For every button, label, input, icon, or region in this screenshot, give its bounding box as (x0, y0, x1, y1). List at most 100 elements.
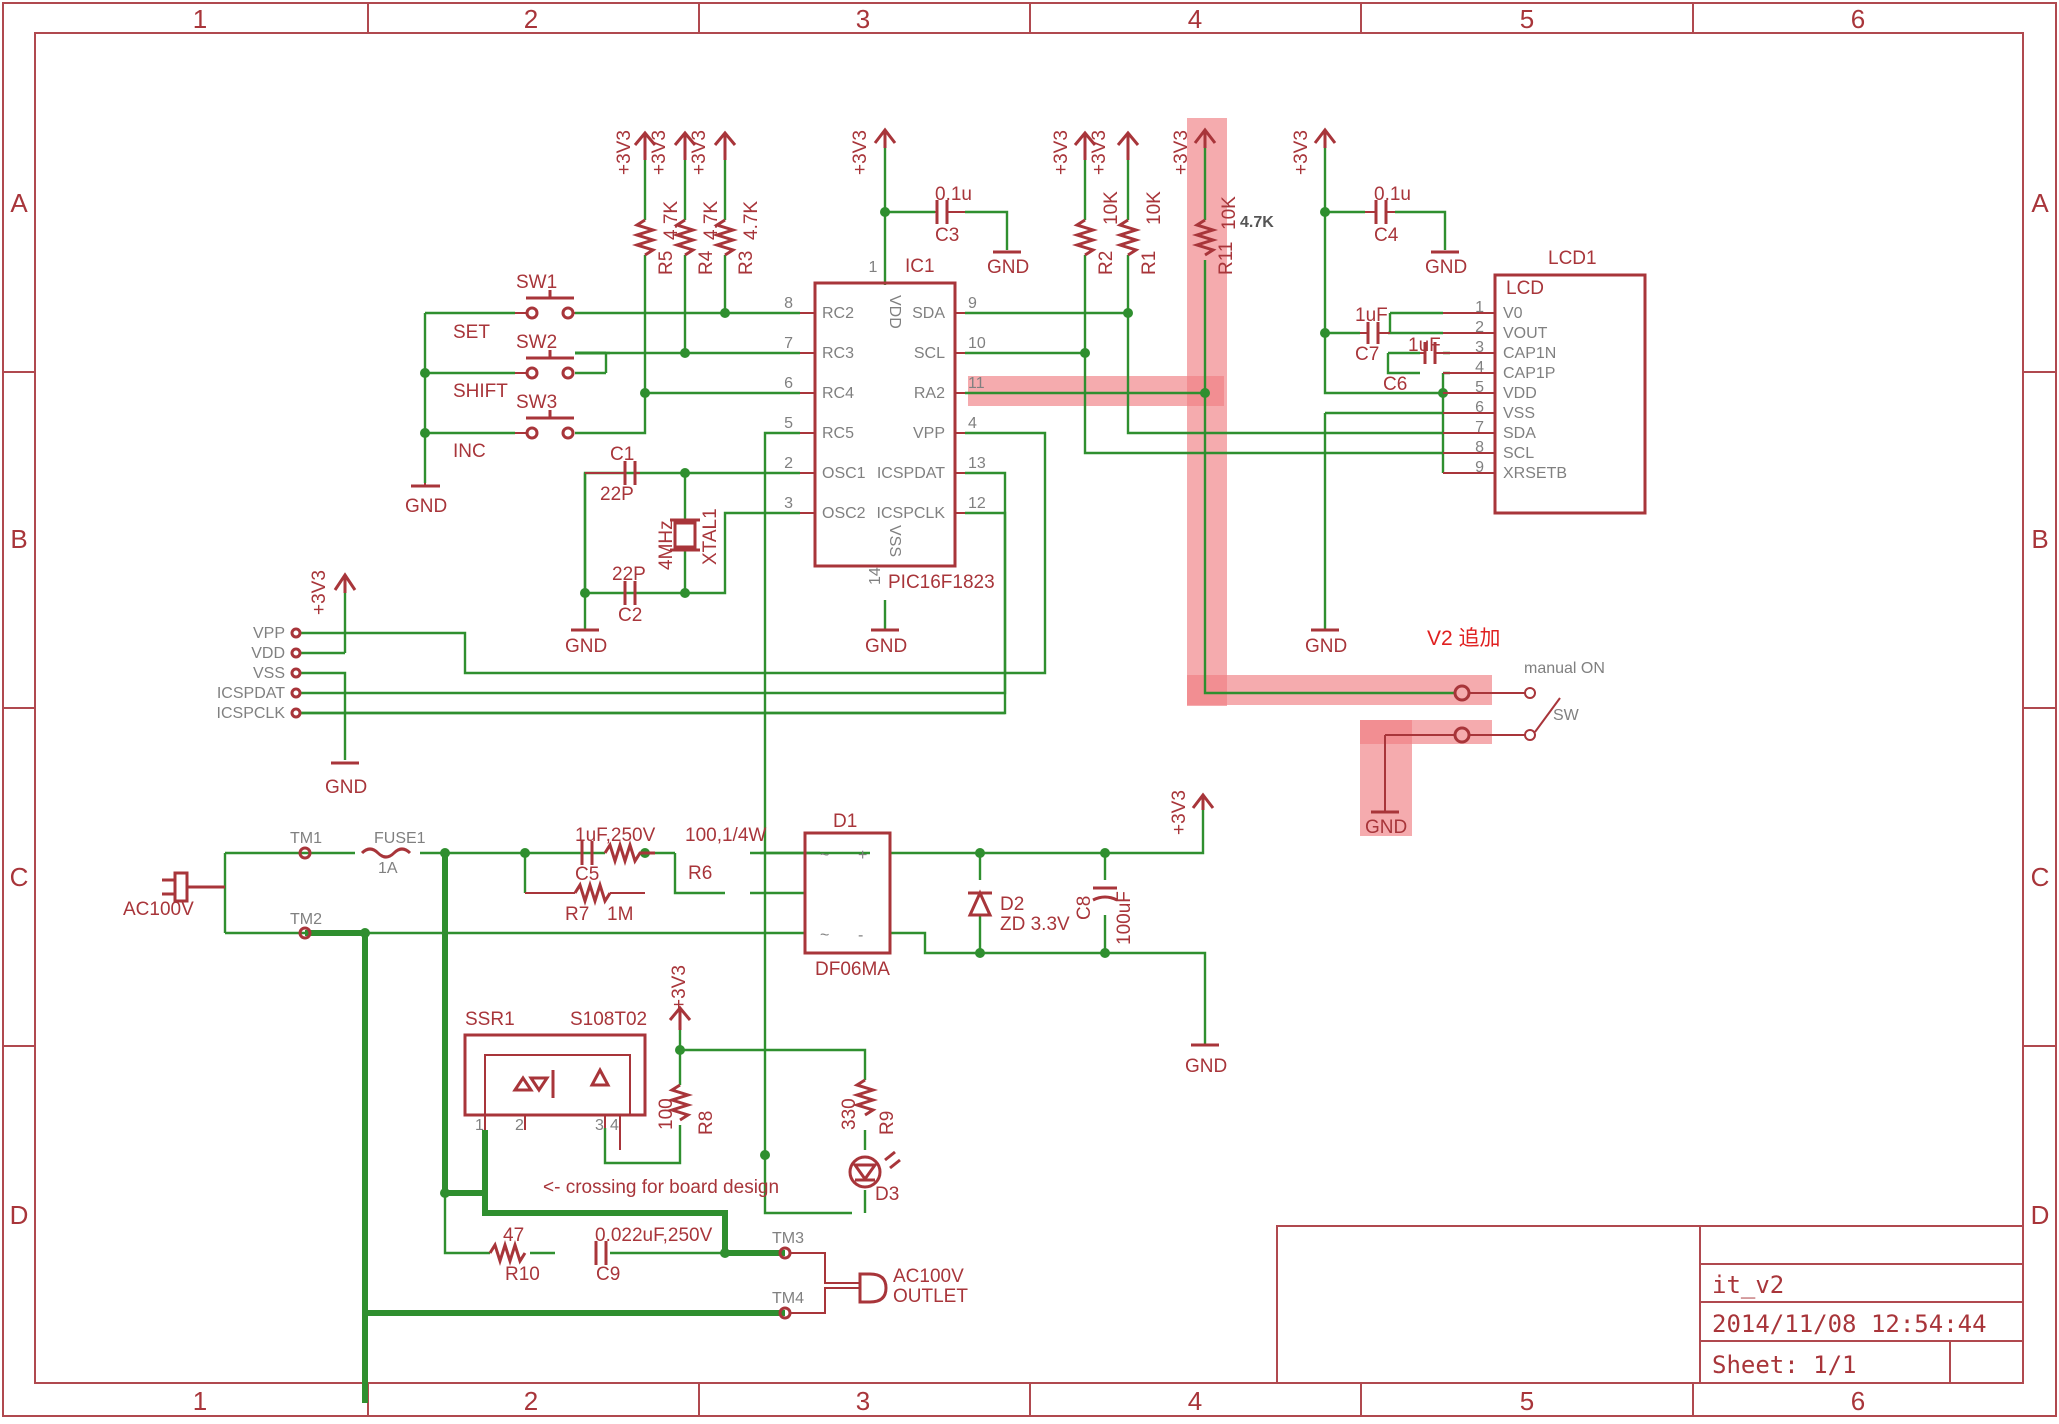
d1-ac1: ~ (820, 847, 829, 864)
r4-ref: R4 (696, 250, 717, 275)
lcd1-value: LCD (1506, 278, 1544, 299)
svg-text:+3V3: +3V3 (1089, 130, 1110, 175)
tm2-label: TM2 (290, 911, 322, 928)
c3-value: 0.1u (935, 184, 972, 205)
ic1-pinnum-14: 14 (867, 567, 884, 585)
c1-ref: C1 (610, 444, 634, 465)
ic1-pinnum-9: 9 (968, 295, 977, 312)
ssr1-pin3: 3 (595, 1117, 604, 1134)
vcc-ic1: +3V3 (850, 127, 897, 175)
lcd1-pin-vout: VOUT (1503, 325, 1548, 342)
c3-ref: C3 (935, 225, 959, 246)
svg-text:GND: GND (1365, 817, 1407, 838)
vcc-r1: +3V3 (1089, 130, 1140, 175)
icsp-vss: VSS (253, 665, 285, 682)
ac-in-label: AC100V (123, 899, 194, 920)
i2c-resistors: R2 10K R1 10K R11 10K 4.7K (1071, 191, 1274, 275)
ic1-pin-icspclk: ICSPCLK (877, 505, 946, 522)
ic1-pinnum-8: 8 (784, 295, 793, 312)
lcd1-pinnum-3: 3 (1475, 339, 1484, 356)
gnd-c3: GND (987, 250, 1029, 278)
vcc-power: +3V3 (1169, 790, 1215, 835)
lcd1-pinnum-9: 9 (1475, 459, 1484, 476)
lcd1-pin-cap1p: CAP1P (1503, 365, 1555, 382)
col-label-1: 1 (193, 4, 207, 34)
r1-ref: R1 (1139, 251, 1160, 275)
wires (223, 140, 1455, 1255)
gnd-ic1: GND (865, 628, 907, 657)
c4-ref: C4 (1374, 225, 1399, 246)
ic1-pin-rc3: RC3 (822, 345, 854, 362)
sw-label: SW (1553, 707, 1580, 724)
lcd1-pin-xrsetb: XRSETB (1503, 465, 1567, 482)
svg-text:GND: GND (565, 636, 607, 657)
c5-ref: C5 (575, 864, 599, 885)
svg-text:+3V3: +3V3 (649, 130, 670, 175)
d1-minus: - (858, 927, 863, 944)
d2-value: ZD 3.3V (1000, 914, 1070, 935)
r2-value: 10K (1101, 191, 1122, 225)
gnd-lcd: GND (1305, 628, 1347, 657)
r10-ref: R10 (505, 1264, 540, 1285)
c2-value: 22P (612, 564, 646, 585)
led-icon (848, 1155, 882, 1189)
row-label-b-right: B (2031, 524, 2048, 554)
capacitor-c8: C8 100uF (1074, 886, 1135, 945)
svg-text:+3V3: +3V3 (1171, 130, 1192, 175)
ic1-pinnum-11: 11 (968, 375, 985, 392)
vcc-3: +3V3 (689, 130, 737, 175)
sw3-ref: SW3 (516, 392, 557, 413)
lcd1-pinnum-4: 4 (1475, 359, 1484, 376)
c4-value: 0.1u (1374, 184, 1411, 205)
outlet-plug-icon (858, 1272, 888, 1304)
vcc-r11: +3V3 (1171, 127, 1217, 175)
r1-value: 10K (1144, 191, 1165, 225)
c8-ref: C8 (1074, 896, 1095, 920)
highlight-manual-on (1187, 675, 1492, 705)
sw1-label: SET (453, 322, 490, 343)
lcd1-pinnum-8: 8 (1475, 439, 1484, 456)
lcd1-pinnum-7: 7 (1475, 419, 1484, 436)
ssr1-pin2: 2 (515, 1117, 524, 1134)
d1-plus: + (858, 847, 867, 864)
r5-value: 4.7K (661, 201, 682, 240)
ic1-pin-scl: SCL (914, 345, 945, 362)
fuse-ref: FUSE1 (374, 830, 426, 847)
svg-text:GND: GND (405, 496, 447, 517)
r10-value: 47 (503, 1225, 524, 1246)
ic1-pinnum-5: 5 (784, 415, 793, 432)
icsp-header: VPP VDD VSS ICSPDAT ICSPCLK (217, 625, 302, 722)
fuse-body (360, 847, 412, 859)
r11-value: 10K (1219, 196, 1240, 230)
r11-ref: R11 (1216, 242, 1237, 275)
title-sheet: Sheet: 1/1 (1712, 1351, 1857, 1379)
manual-on-label: manual ON (1524, 660, 1605, 677)
ssr1-pin1: 1 (475, 1117, 484, 1134)
c6-value: 1uF (1408, 335, 1441, 356)
r4-body (671, 218, 699, 257)
ic1-pinnum-10: 10 (968, 335, 986, 352)
sw2-label: SHIFT (453, 381, 508, 402)
c7-ref: C7 (1355, 344, 1379, 365)
col-label-1-bottom: 1 (193, 1386, 207, 1416)
ic1-pinnum-4: 4 (968, 415, 977, 432)
ic1: IC1 PIC16F1823 RC2 RC3 RC4 RC5 OSC1 OSC2… (784, 256, 995, 593)
icsp-icspclk: ICSPCLK (217, 705, 286, 722)
lcd1-pinnum-2: 2 (1475, 319, 1484, 336)
icsp-vpp: VPP (253, 625, 285, 642)
ic1-pinnum-13: 13 (968, 455, 986, 472)
ac-outlet: TM3 TM4 AC100V OUTLET (772, 1230, 968, 1320)
svg-text:GND: GND (865, 636, 907, 657)
manual-on-switch: manual ON SW (1385, 660, 1605, 744)
col-label-4: 4 (1188, 4, 1202, 34)
col-label-2: 2 (524, 4, 538, 34)
ssr1-value: S108T02 (570, 1009, 647, 1030)
ic1-value: PIC16F1823 (888, 572, 995, 593)
title-date: 2014/11/08 12:54:44 (1712, 1310, 1987, 1338)
svg-text:+3V3: +3V3 (1051, 130, 1072, 175)
r7-ref: R7 (565, 904, 589, 925)
ssr1-pin4: 4 (610, 1117, 619, 1134)
c7-value: 1uF (1355, 305, 1388, 326)
